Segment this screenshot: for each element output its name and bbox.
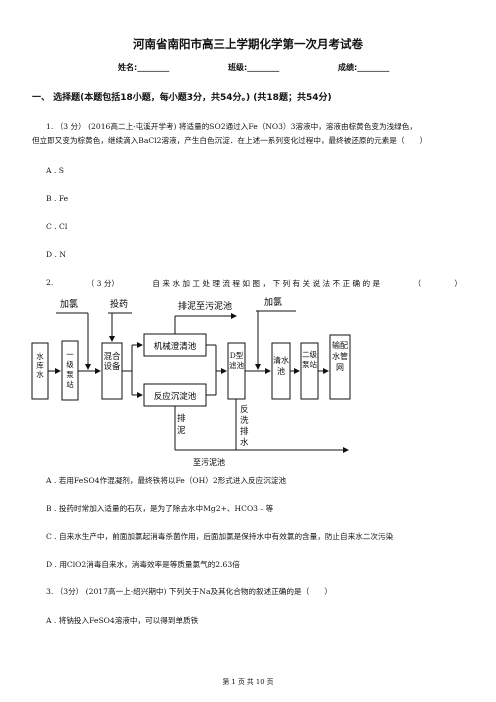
section-title: 一、 选择题(本题包括18小题，每小题3分，共54分。) (共18题；共54分) <box>32 93 332 103</box>
question-2-text: 自 来 水 加 工 处 理 流 程 如 图 ， 下 列 有 关 说 法 不 正 … <box>152 279 381 288</box>
question-2-option-d: D . 用ClO2消毒自来水，消毒效率是等质量氯气的2.63倍 <box>46 560 240 569</box>
question-1-option-b: B . Fe <box>46 194 69 203</box>
text-mechanical-clarifier: 机械澄清池 <box>154 341 197 352</box>
question-2-option-c: C . 自来水生产中，前面加氯起消毒杀菌作用，后面加氯是保持水中有效氯的含量，防… <box>46 532 394 541</box>
text-d-filter: D型滤池 <box>229 351 244 370</box>
name-field-label: 姓名:________ <box>118 63 170 72</box>
question-1-line-2: 但立即又变为棕黄色，继续滴入BaCl2溶液，产生白色沉淀．在上述一系列变化过程中… <box>32 136 428 145</box>
text-pump-2: 二级泵站 <box>302 350 317 369</box>
page-title: 河南省南阳市高三上学期化学第一次月考试卷 <box>133 37 363 51</box>
question-1-option-c: C . Cl <box>46 222 68 231</box>
label-add-drug: 投药 <box>110 298 128 310</box>
question-2-stem: 2. （ 3 分） 自 来 水 加 工 处 理 流 程 如 图 ， 下 列 有 … <box>46 278 462 289</box>
class-field-label: 班级:________ <box>228 63 280 72</box>
question-2-option-b: B . 投药时常加入适量的石灰，是为了除去水中Mg2+、HCO3﹣等 <box>46 504 274 513</box>
label-add-chlorine-2: 加氯 <box>264 296 282 308</box>
question-1-line-1: 1. （3 分） (2016高二上·屯溪开学考) 将适量的SO2通过入Fe（NO… <box>46 122 417 131</box>
text-mixer: 混合设备 <box>103 352 121 372</box>
label-backwash: 反洗排水 <box>240 405 249 448</box>
text-distribution-pipe: 输配水管网 <box>332 341 348 372</box>
question-2-close-paren: ） <box>454 279 462 288</box>
box-distribution-pipe <box>329 334 351 400</box>
page-footer: 第 1 页 共 10 页 <box>222 678 274 686</box>
text-reaction-sedimentation: 反应沉淀池 <box>154 391 197 402</box>
label-mud-discharge: 排泥 <box>177 414 186 436</box>
question-3-line: 3. （3分） (2017高一上·绍兴期中) 下列关于Na及其化合物的叙述正确的… <box>46 587 332 596</box>
question-2-option-a: A . 若用FeSO4作混凝剂，最终铁将以Fe（OH）2形式进入反应沉淀池 <box>46 476 287 485</box>
text-pump-1: 一级泵站 <box>66 350 74 389</box>
score-field-label: 成绩:________ <box>338 63 390 72</box>
label-add-chlorine-1: 加氯 <box>60 298 78 310</box>
question-2-open-paren: （ <box>413 279 422 288</box>
question-2-score: （ 3 分） <box>86 279 120 288</box>
text-clear-water-tank: 清水池 <box>273 356 289 376</box>
text-reservoir: 水库水 <box>36 352 44 379</box>
question-3-option-a: A . 将钠投入FeSO4溶液中，可以得到单质铁 <box>46 616 199 625</box>
label-mud-to-sludge-top: 排泥至污泥池 <box>178 300 232 312</box>
question-1-option-d: D . N <box>46 250 66 259</box>
label-to-sludge-bottom: 至污泥池 <box>193 457 225 467</box>
question-2-number: 2. <box>46 278 54 287</box>
question-1-option-a: A . S <box>46 166 64 175</box>
